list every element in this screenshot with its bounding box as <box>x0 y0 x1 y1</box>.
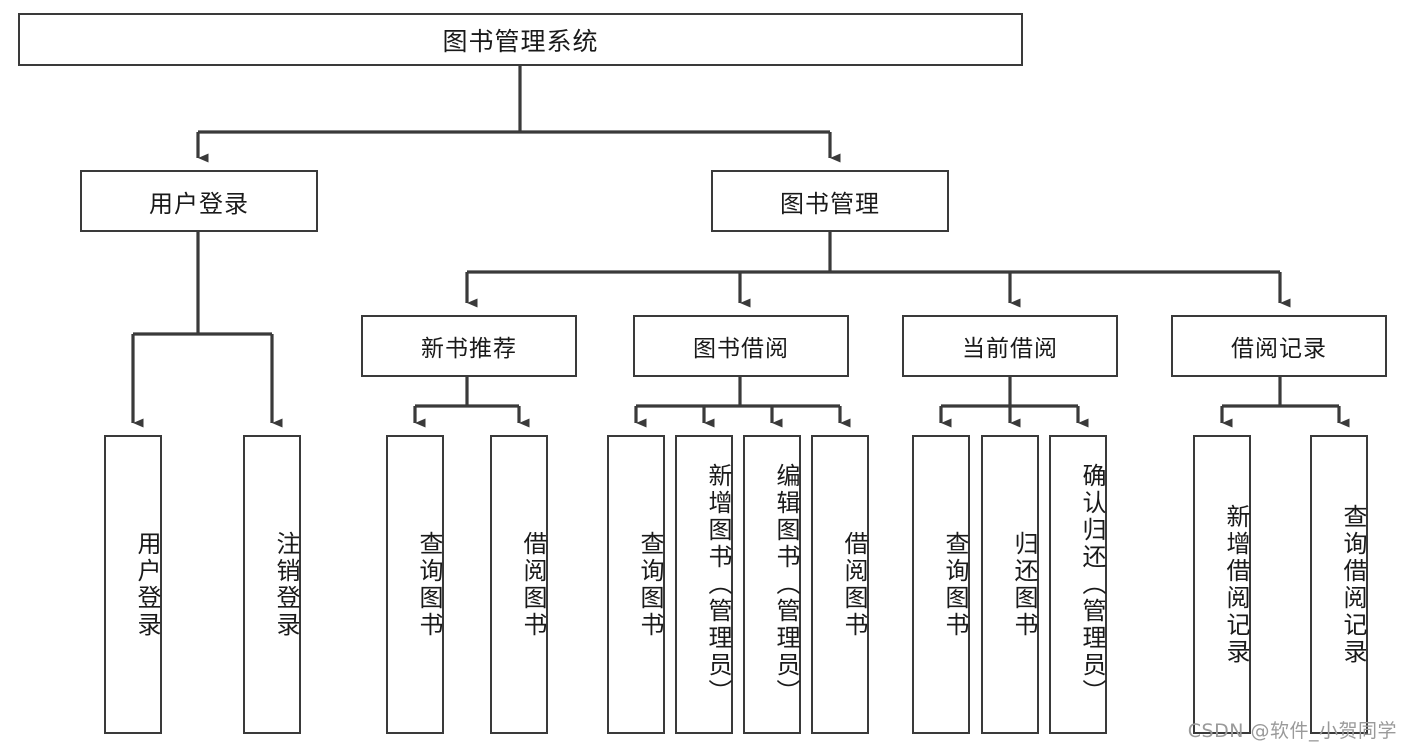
leaf-borrow-book-recommend[interactable]: 借阅图书 <box>490 435 548 734</box>
leaf-return-book[interactable]: 归还图书 <box>981 435 1039 734</box>
leaf-add-book-admin[interactable]: 新增图书（管理员） <box>675 435 733 734</box>
node-book-management[interactable]: 图书管理 <box>711 170 949 232</box>
node-new-book-recommend[interactable]: 新书推荐 <box>361 315 577 377</box>
node-user-login[interactable]: 用户登录 <box>80 170 318 232</box>
node-label: 查询图书 <box>941 530 969 639</box>
leaf-confirm-return-admin[interactable]: 确认归还（管理员） <box>1049 435 1107 734</box>
node-label: 新增借阅记录 <box>1222 503 1250 666</box>
node-label: 查询图书 <box>415 530 443 639</box>
node-label: 用户登录 <box>133 530 161 639</box>
leaf-user-login[interactable]: 用户登录 <box>104 435 162 734</box>
node-current-borrow[interactable]: 当前借阅 <box>902 315 1118 377</box>
node-label: 图书管理 <box>780 189 880 218</box>
node-label: 借阅图书 <box>519 530 547 639</box>
node-label: 注销登录 <box>272 530 300 639</box>
node-label: 图书借阅 <box>693 336 789 362</box>
node-label: 查询借阅记录 <box>1339 503 1367 666</box>
node-borrow-record[interactable]: 借阅记录 <box>1171 315 1387 377</box>
node-book-borrow[interactable]: 图书借阅 <box>633 315 849 377</box>
leaf-query-book-borrow[interactable]: 查询图书 <box>607 435 665 734</box>
node-label: 编辑图书（管理员） <box>772 463 800 706</box>
node-label: 归还图书 <box>1010 530 1038 639</box>
node-label: 新书推荐 <box>421 336 517 362</box>
watermark-text: CSDN @软件_小贺同学 <box>1187 720 1397 742</box>
leaf-query-borrow-record[interactable]: 查询借阅记录 <box>1310 435 1368 734</box>
node-label: 图书管理系统 <box>442 26 599 56</box>
leaf-logout[interactable]: 注销登录 <box>243 435 301 734</box>
node-label: 借阅记录 <box>1231 336 1327 362</box>
leaf-query-book-recommend[interactable]: 查询图书 <box>386 435 444 734</box>
node-label: 新增图书（管理员） <box>704 463 732 706</box>
node-label: 确认归还（管理员） <box>1078 463 1106 706</box>
leaf-query-book-current[interactable]: 查询图书 <box>912 435 970 734</box>
node-root-system[interactable]: 图书管理系统 <box>18 13 1023 66</box>
node-label: 查询图书 <box>636 530 664 639</box>
node-label: 借阅图书 <box>840 530 868 639</box>
node-label: 用户登录 <box>149 189 249 218</box>
leaf-add-borrow-record[interactable]: 新增借阅记录 <box>1193 435 1251 734</box>
leaf-borrow-book[interactable]: 借阅图书 <box>811 435 869 734</box>
leaf-edit-book-admin[interactable]: 编辑图书（管理员） <box>743 435 801 734</box>
node-label: 当前借阅 <box>962 336 1058 362</box>
